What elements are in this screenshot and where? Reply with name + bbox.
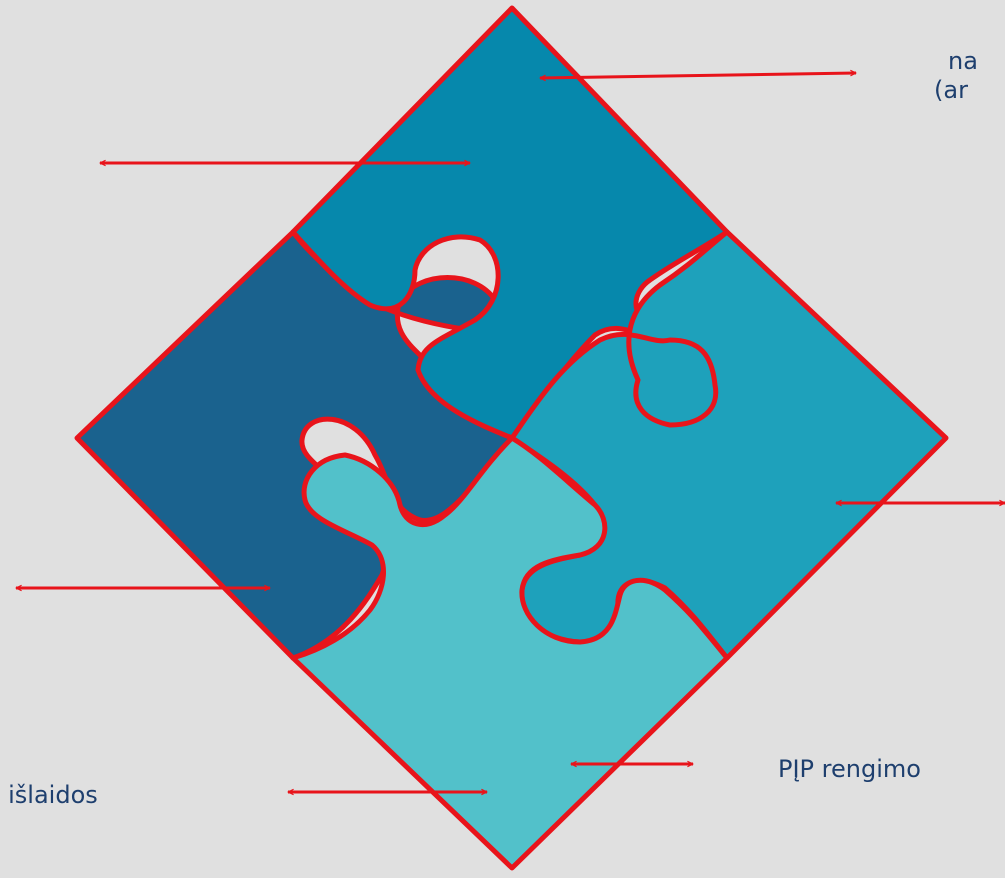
puzzle-piece-bottom [290,435,730,871]
label-top-right-line2: (ar [934,76,968,104]
label-bottom-right: PĮP rengimo [778,755,921,783]
double-arrow-top-right [540,73,856,78]
label-bottom-left: s išlaidos [0,781,98,809]
label-top-right-line1: na [948,47,978,75]
